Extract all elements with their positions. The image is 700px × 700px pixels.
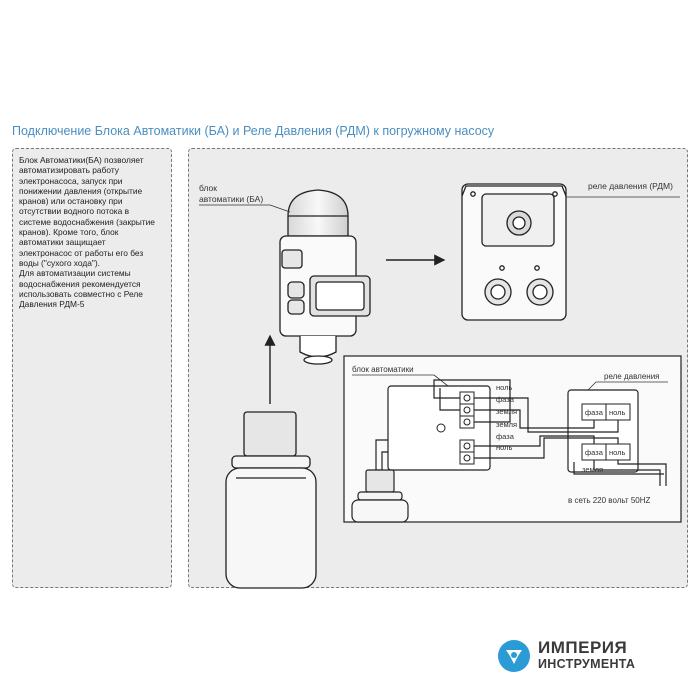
wiring-label-relay: реле давления	[604, 372, 660, 381]
relay-label-top-left: фаза	[585, 408, 604, 417]
terminal-strip-bottom	[459, 439, 475, 465]
page-title: Подключение Блока Автоматики (БА) и Реле…	[12, 124, 495, 138]
relay-label-bottom-left: фаза	[585, 448, 604, 457]
brand-logo-line2: ИНСТРУМЕНТА	[538, 657, 636, 671]
relay-terminals	[581, 403, 631, 461]
description-panel: Блок Автоматики(БА) позволяет автоматизи…	[12, 148, 172, 588]
relay-label-bottom-right: ноль	[609, 448, 626, 457]
brand-logo-line1: ИМПЕРИЯ	[538, 638, 628, 657]
terminal-strip-top	[459, 391, 475, 429]
terminal-label-bottom-0: фаза	[496, 432, 515, 441]
terminal-label-top-1: фаза	[496, 395, 515, 404]
label-ba-line1: блок	[199, 183, 217, 193]
submersible-pump-large	[225, 411, 317, 589]
wiring-label-block: блок автоматики	[352, 365, 414, 374]
brand-logo: ИМПЕРИЯ ИНСТРУМЕНТА	[496, 638, 676, 674]
terminal-label-mid: земля	[496, 420, 517, 429]
submersible-pump-small	[351, 469, 409, 523]
label-ba-line2: автоматики (БА)	[199, 194, 263, 204]
pressure-relay-device	[461, 183, 567, 321]
terminal-label-top-0: ноль	[496, 383, 513, 392]
mains-label: в сеть 220 вольт 50HZ	[568, 496, 650, 505]
relay-label-top-right: ноль	[609, 408, 626, 417]
terminal-label-bottom-1: ноль	[496, 443, 513, 452]
relay-label-ground: земля	[582, 465, 603, 474]
automation-block-device	[279, 189, 371, 365]
description-text: Блок Автоматики(БА) позволяет автоматизи…	[19, 155, 155, 310]
wires	[375, 379, 667, 486]
terminal-label-top-2: земля	[496, 407, 517, 416]
label-rdm: реле давления (РДМ)	[588, 181, 673, 191]
brand-logo-icon	[498, 640, 530, 672]
